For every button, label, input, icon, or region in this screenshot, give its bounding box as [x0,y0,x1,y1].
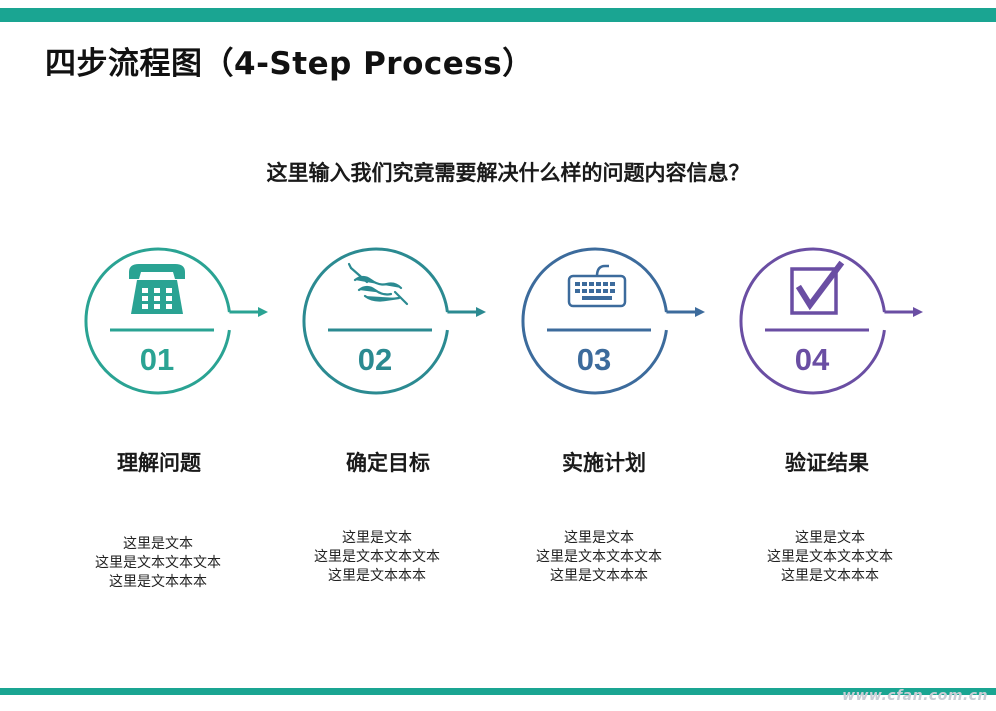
step-1-desc-line: 这里是文本文本文本 [95,555,221,571]
step-2-desc-line: 这里是文本 [342,530,412,546]
step-3-desc-line: 这里是文本 [564,530,634,546]
step-3-description: 这里是文本 这里是文本文本文本 这里是文本本本 [499,529,699,586]
step-1-node: 01 [84,247,268,395]
step-4-arrow-head [913,307,923,317]
step-3-number: 03 [577,342,611,377]
telephone-icon [129,264,185,314]
step-1-description: 这里是文本 这里是文本文本文本 这里是文本本本 [58,535,258,592]
step-4-number: 04 [795,342,830,377]
top-accent-bar [0,8,996,22]
step-3-desc-line: 这里是文本文本文本 [536,549,662,565]
checkbox-icon [790,260,845,315]
step-1-desc-line: 这里是文本 [123,536,193,552]
step-1-title: 理解问题 [117,451,201,475]
step-3-desc-line: 这里是文本本本 [550,568,648,584]
step-2-title: 确定目标 [346,451,430,475]
watermark-text: www.cfan.com.cn [842,688,988,704]
step-2-desc-line: 这里是文本文本文本 [314,549,440,565]
step-2-description: 这里是文本 这里是文本文本文本 这里是文本本本 [277,529,477,586]
step-2-ring [302,247,449,395]
step-4-node: 04 [739,247,923,395]
step-4-desc-line: 这里是文本 [795,530,865,546]
step-2-node: 02 [302,247,486,395]
step-2-arrow-head [476,307,486,317]
step-3-node: 03 [521,247,705,395]
question-text: 这里输入我们究竟需要解决什么样的问题内容信息？ [266,161,750,185]
keyboard-icon [567,264,627,308]
step-3-title: 实施计划 [562,451,646,475]
step-1-arrow-head [258,307,268,317]
writing-hand-icon [347,262,409,306]
bottom-accent-bar [0,688,996,695]
step-4-desc-line: 这里是文本本本 [781,568,879,584]
step-3-ring [521,247,668,395]
step-1-ring [84,247,231,395]
step-3-arrow-head [695,307,705,317]
step-4-title: 验证结果 [785,451,869,475]
step-1-number: 01 [140,342,174,377]
step-2-number: 02 [358,342,392,377]
page-title: 四步流程图（4-Step Process） [45,46,534,82]
step-4-ring [739,247,886,395]
step-2-desc-line: 这里是文本本本 [328,568,426,584]
step-4-desc-line: 这里是文本文本文本 [767,549,893,565]
step-4-description: 这里是文本 这里是文本文本文本 这里是文本本本 [730,529,930,586]
step-1-desc-line: 这里是文本本本 [109,574,207,590]
